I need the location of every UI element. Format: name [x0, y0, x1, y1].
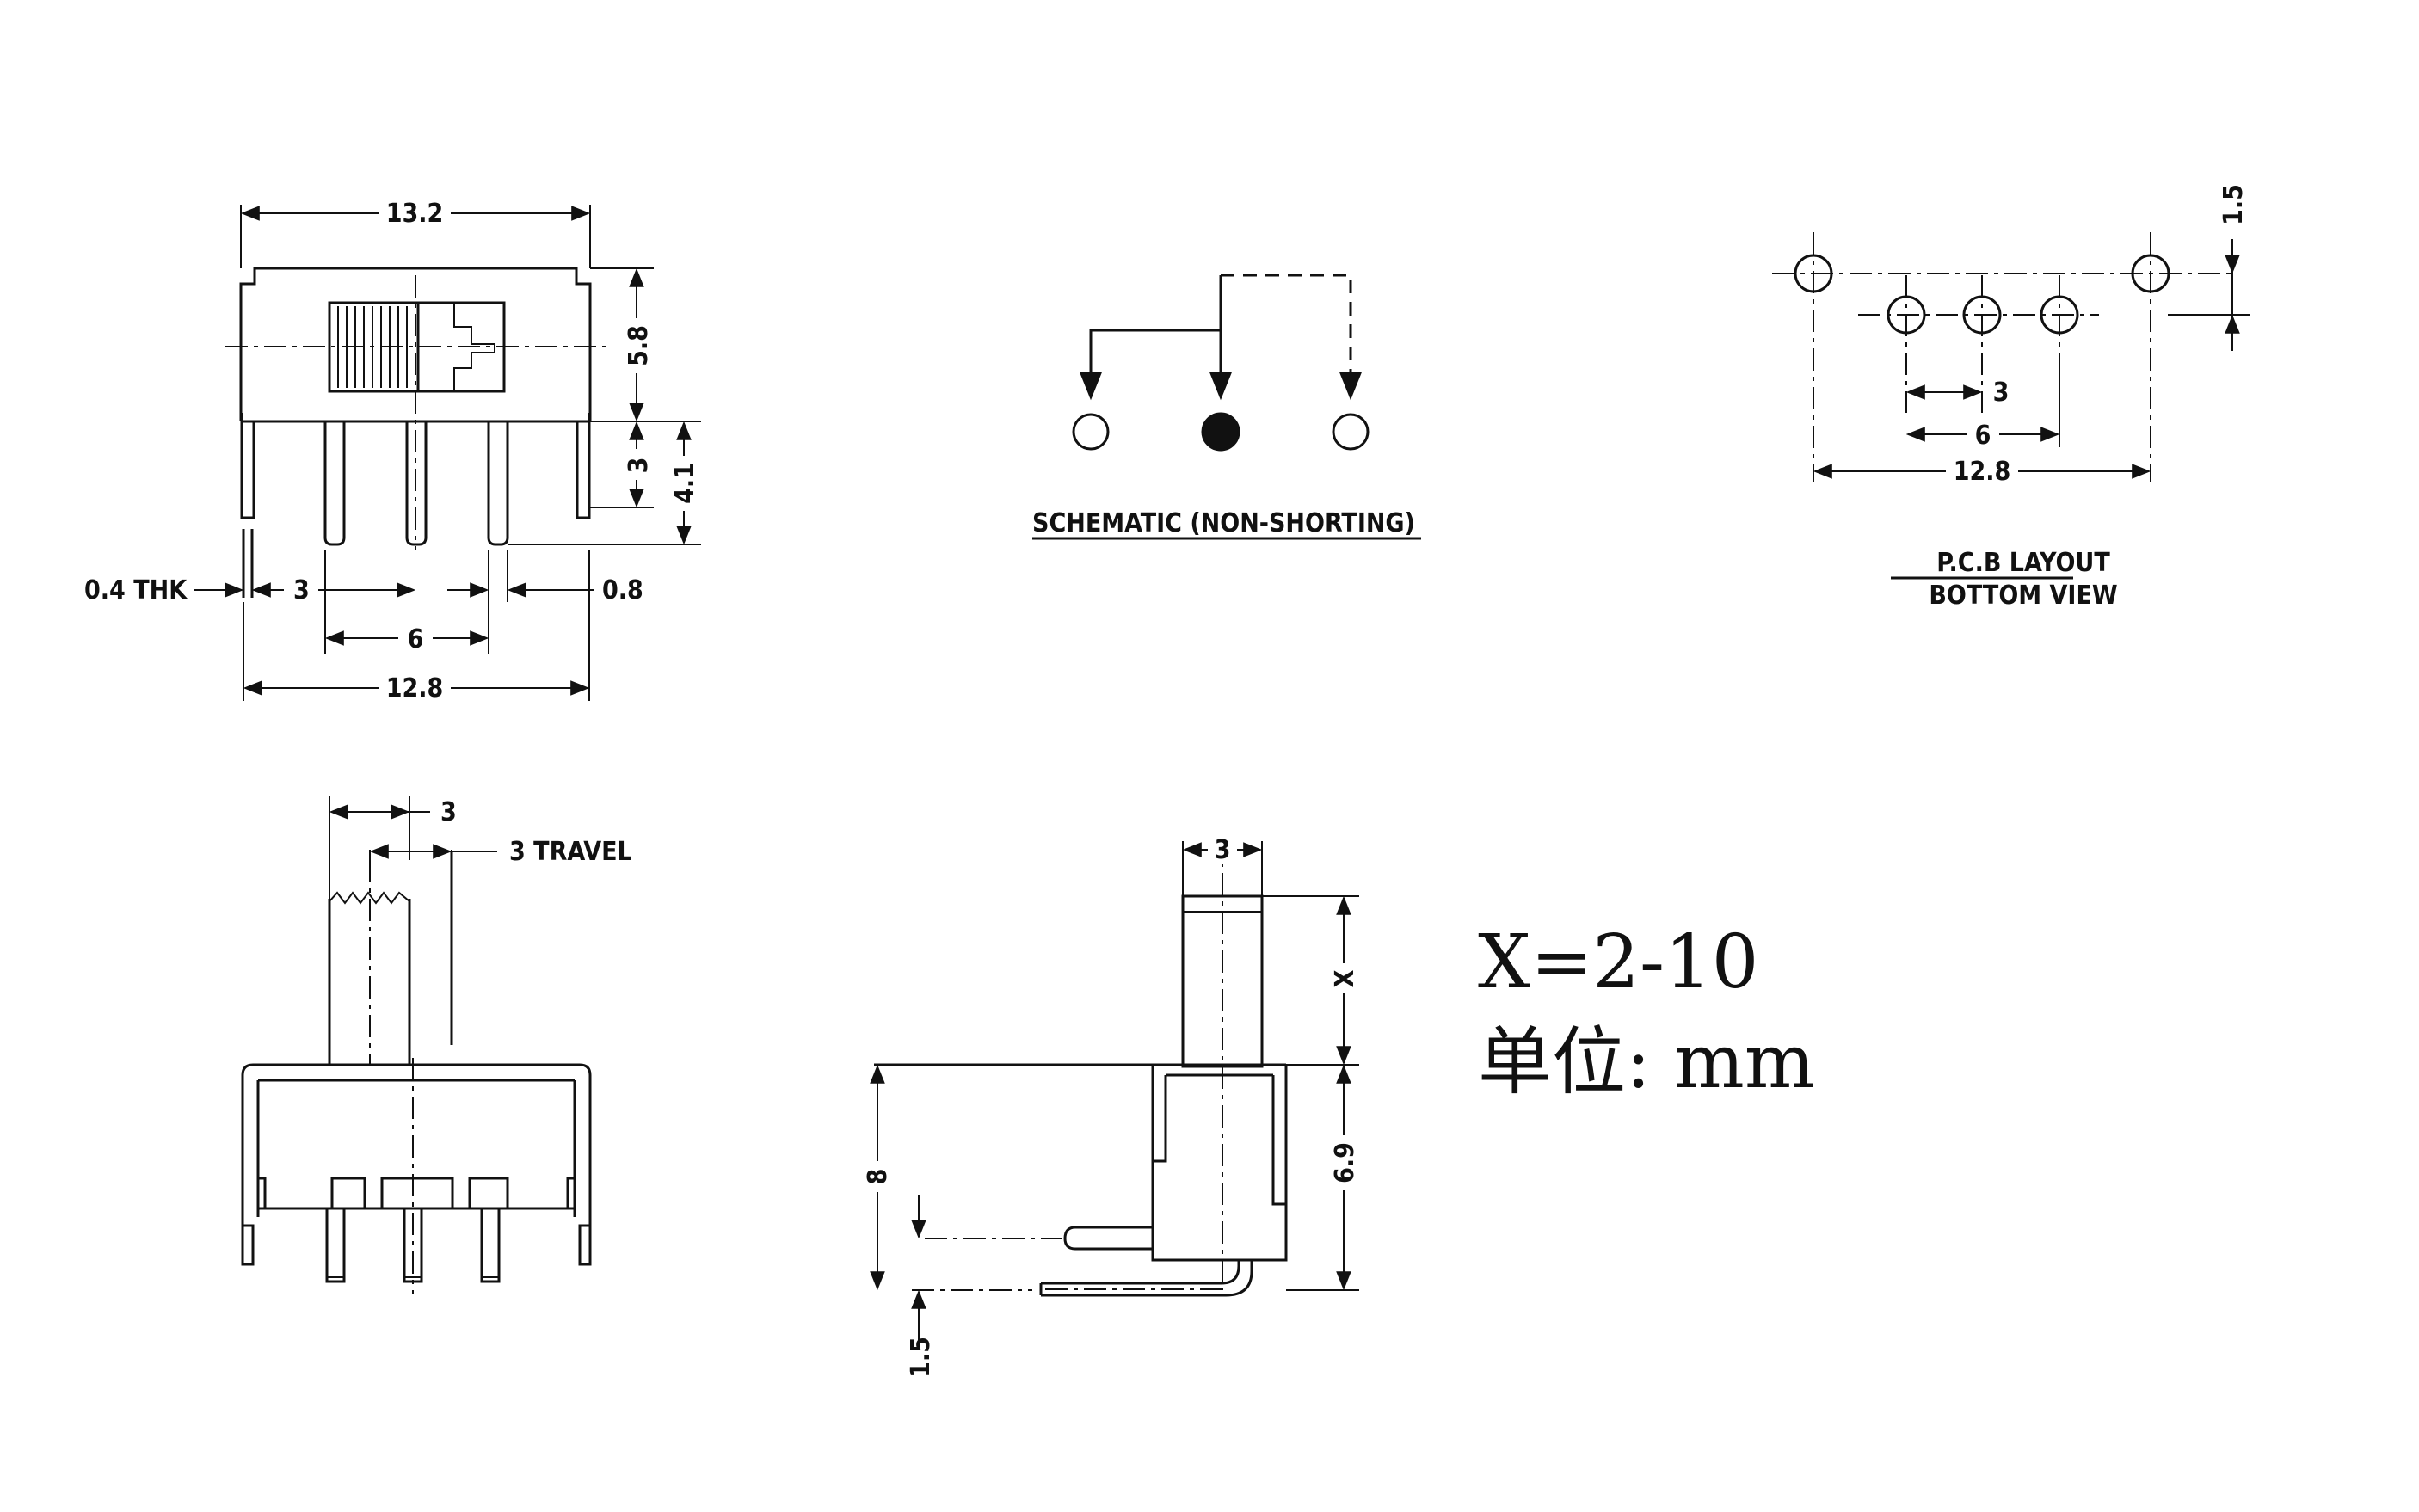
dim-pitch-3: 3 — [293, 575, 310, 605]
contact-open-right — [1332, 413, 1370, 451]
dim-travel: 3 TRAVEL — [509, 837, 632, 867]
front-view: 13.2 5.8 3 4.1 0.4 THK 3 0.8 6 — [84, 198, 701, 704]
dim-ra-6-9: 6.9 — [1330, 1142, 1360, 1183]
pcb-layout: 1.5 3 6 12.8 P.C.B LAYOUT BOTTOM VIEW — [1772, 184, 2250, 611]
dim-pin-3: 3 — [624, 458, 654, 474]
schematic: SCHEMATIC (NON-SHORTING) — [1032, 274, 1421, 540]
pcb-holes — [1794, 254, 2170, 335]
terminal-2 — [405, 421, 428, 546]
side-view: 3 3 TRAVEL — [241, 796, 632, 1294]
dim-ra-1-5: 1.5 — [906, 1337, 936, 1378]
notes: X=2-10 单位: mm — [1478, 919, 1814, 1105]
note-unit: 单位: mm — [1478, 1019, 1814, 1105]
dim-pcb-6: 6 — [1975, 421, 1991, 451]
terminal-3 — [487, 421, 509, 546]
slide-actuator — [328, 301, 506, 393]
outer-pin-left — [240, 420, 255, 519]
dim-total-12-8: 12.8 — [386, 673, 444, 704]
dim-width-13-2: 13.2 — [386, 199, 444, 229]
dim-pcb-3: 3 — [1993, 378, 2010, 408]
outer-pin-right — [576, 420, 591, 519]
dim-actuator-3: 3 — [440, 797, 457, 827]
dim-pcb-12-8: 12.8 — [1954, 457, 2011, 487]
right-angle-view: 3 X 6.9 8 1.5 — [863, 834, 1360, 1378]
contact-open-left — [1072, 413, 1110, 451]
dim-ra-x: X — [1330, 969, 1360, 987]
dim-ra-actuator-3: 3 — [1215, 835, 1231, 865]
schematic-caption: SCHEMATIC (NON-SHORTING) — [1032, 508, 1415, 538]
dim-ra-8: 8 — [863, 1169, 893, 1185]
terminal-1 — [323, 421, 346, 546]
pcb-caption-line2: BOTTOM VIEW — [1929, 581, 2117, 611]
dim-height-4-1: 4.1 — [670, 463, 700, 504]
front-body-outline — [239, 267, 592, 421]
dim-height-5-8: 5.8 — [624, 325, 654, 366]
note-x-range: X=2-10 — [1478, 919, 1759, 1005]
side-body-outline — [241, 1063, 592, 1226]
dim-span-6: 6 — [408, 624, 424, 655]
dim-pin-width-0-8: 0.8 — [602, 575, 643, 605]
ra-terminal-upper — [1063, 1226, 1153, 1251]
pcb-caption-line1: P.C.B LAYOUT — [1936, 548, 2110, 578]
dim-thickness: 0.4 THK — [84, 575, 188, 605]
dim-pcb-1-5: 1.5 — [2219, 184, 2249, 225]
contact-common — [1201, 412, 1240, 452]
